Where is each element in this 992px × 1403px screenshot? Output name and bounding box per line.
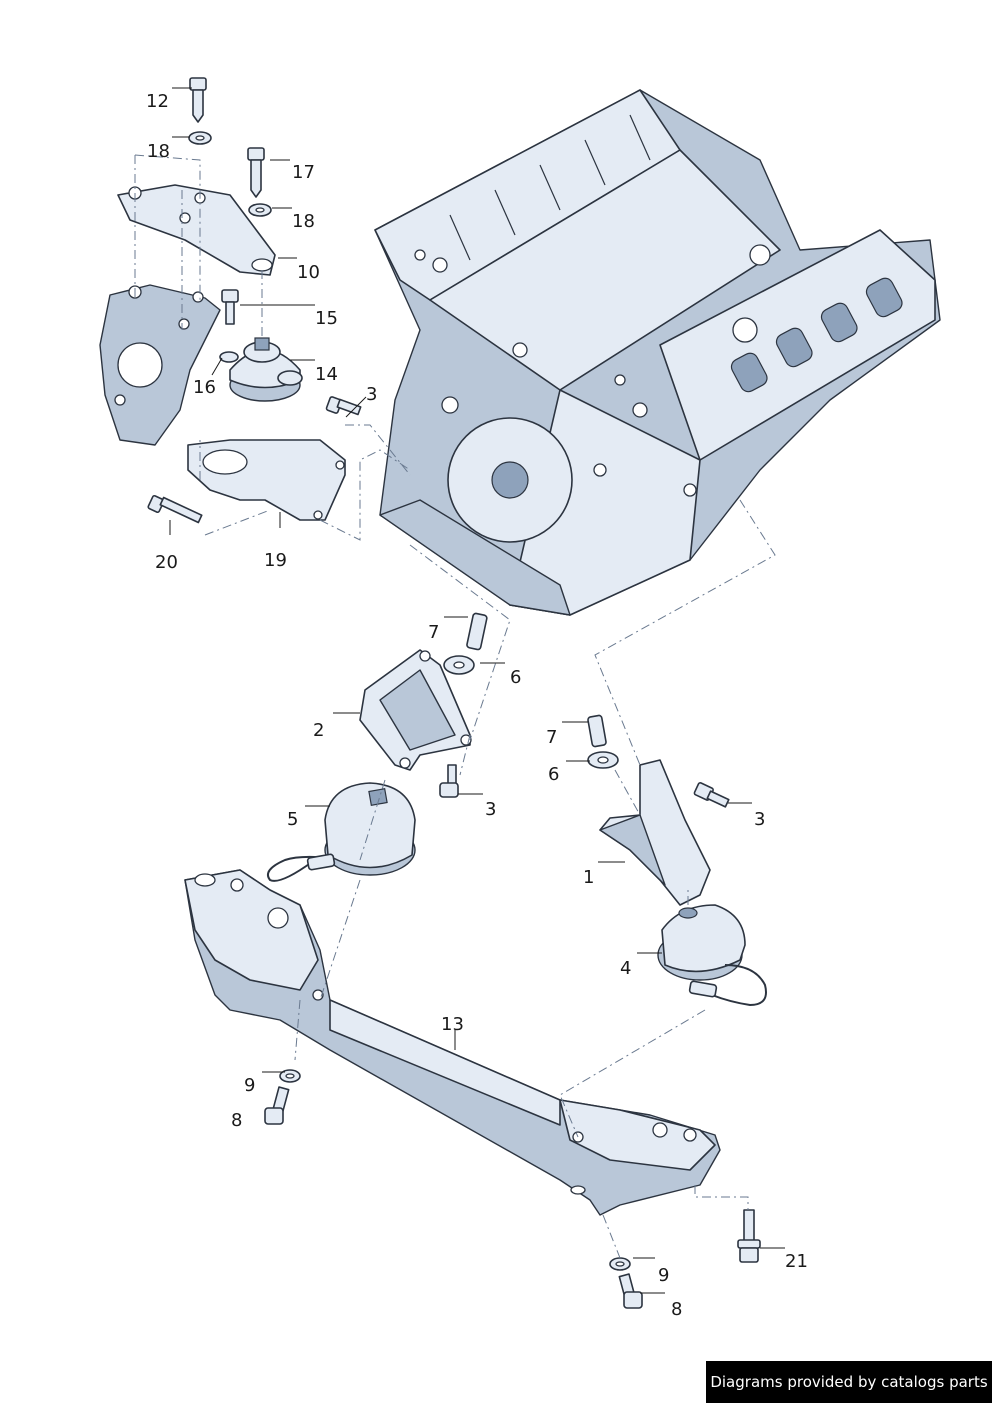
callout-15: 15: [315, 308, 338, 329]
credit-banner: Diagrams provided by catalogs parts: [706, 1361, 992, 1403]
callout-3-upper: 3: [366, 384, 377, 405]
callout-19: 19: [264, 550, 287, 571]
bolt-3c: [693, 782, 730, 808]
bolt-3a: [325, 396, 362, 416]
callout-16: 16: [193, 377, 216, 398]
callout-8-left: 8: [231, 1110, 242, 1131]
callout-9-left: 9: [244, 1075, 255, 1096]
callout-14: 14: [315, 364, 338, 385]
washer-9b-hole: [615, 1261, 625, 1267]
callout-18-lower: 18: [292, 211, 315, 232]
subframe-crossmember-13: [184, 869, 721, 1216]
callout-7-right: 7: [546, 727, 557, 748]
bolt-3b: [439, 764, 459, 798]
callout-3-middle: 3: [485, 799, 496, 820]
engine-bracket-1: [599, 759, 711, 906]
callout-4: 4: [620, 958, 631, 979]
callout-18-upper: 18: [147, 141, 170, 162]
callout-leaders: [169, 87, 785, 1294]
bolt-17: [247, 147, 265, 198]
assembly-guide-lines: [134, 154, 776, 1259]
washer-6a-hole: [453, 661, 465, 669]
washer-6b-hole: [597, 756, 609, 764]
upper-support-bracket-10: [117, 184, 276, 276]
washer-18a-hole: [195, 135, 205, 141]
callout-3-right: 3: [754, 809, 765, 830]
engine-mount-4: [657, 904, 767, 1007]
bolt-21: [737, 1209, 761, 1263]
callout-8-right: 8: [671, 1299, 682, 1320]
engine-block: [374, 89, 941, 616]
engine-support-bracket-19: [187, 439, 346, 521]
callout-6-left: 6: [510, 667, 521, 688]
callout-17: 17: [292, 162, 315, 183]
transmission-carrier-bracket: [99, 284, 221, 446]
callout-2: 2: [313, 720, 324, 741]
bolt-12: [189, 77, 207, 123]
callout-13: 13: [441, 1014, 464, 1035]
washer-9a-hole: [285, 1073, 295, 1079]
bolt-8b: [618, 1273, 643, 1309]
washer-18b-hole: [255, 207, 265, 213]
callout-12: 12: [146, 91, 169, 112]
rubber-mount-14: [229, 337, 303, 402]
bolt-20: [147, 494, 203, 524]
washer-16: [219, 351, 239, 363]
engine-mount-5: [266, 782, 416, 882]
bolt-8a: [264, 1086, 290, 1125]
callout-labels: 12 18 17 18 10 15 14 16 3 20 19 7 6 2 3 …: [146, 91, 808, 1320]
engine-bracket-2: [359, 649, 472, 771]
callout-21: 21: [785, 1251, 808, 1272]
bolt-7a: [466, 612, 488, 651]
bolt-15: [221, 289, 239, 325]
callout-1: 1: [583, 867, 594, 888]
bolt-7b: [587, 714, 607, 748]
callout-20: 20: [155, 552, 178, 573]
callout-6-right: 6: [548, 764, 559, 785]
callout-9-right: 9: [658, 1265, 669, 1286]
callout-7-left: 7: [428, 622, 439, 643]
callout-5: 5: [287, 809, 298, 830]
callout-10: 10: [297, 262, 320, 283]
